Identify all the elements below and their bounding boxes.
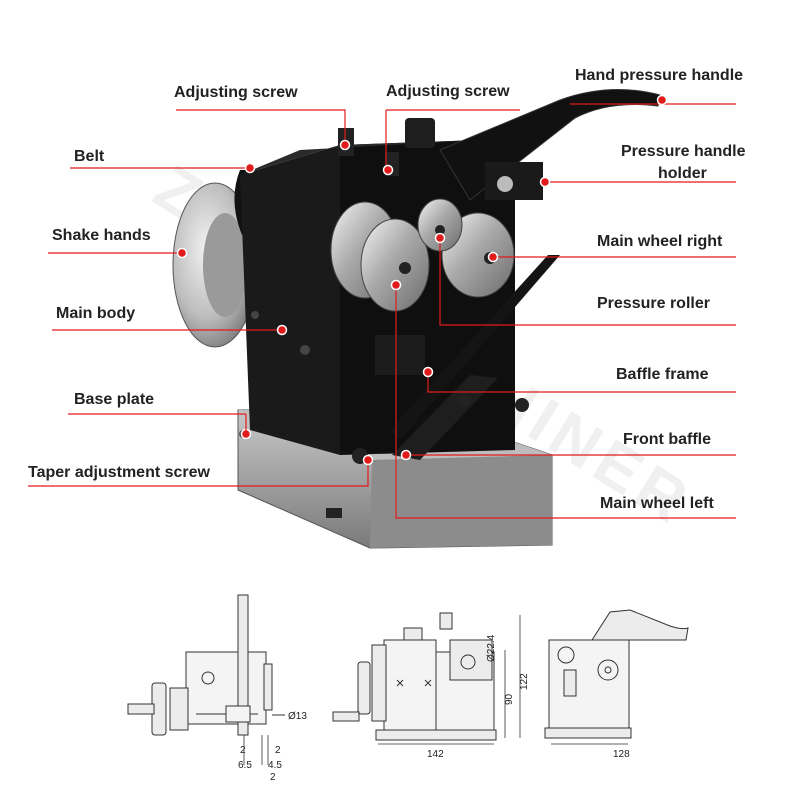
dim-top-diameter: Ø13 — [288, 711, 307, 722]
leader-lines — [28, 94, 736, 519]
dim-top-e: 2 — [270, 772, 276, 783]
label-front-baffle: Front baffle — [623, 431, 711, 448]
dim-top-b: 2 — [275, 745, 281, 756]
label-main-wheel-right: Main wheel right — [597, 233, 723, 250]
label-main-wheel-left: Main wheel left — [600, 495, 714, 512]
label-taper-adjustment-screw: Taper adjustment screw — [28, 464, 211, 481]
dim-top-d: 4.5 — [268, 760, 282, 771]
label-pressure-handle-line2: holder — [658, 165, 707, 182]
baffle-frame-shape — [390, 255, 560, 440]
dim-top-c: 6.5 — [238, 760, 252, 771]
dim-front-diameter: Ø22.4 — [486, 634, 497, 662]
machine-photo — [172, 89, 661, 549]
label-adjusting-screw-left: Adjusting screw — [174, 84, 298, 101]
dim-side-width: 128 — [613, 749, 630, 760]
dim-front-total-height: 122 — [519, 673, 530, 690]
front-baffle-shape — [392, 375, 498, 460]
drawing-top-view — [127, 594, 285, 765]
label-base-plate: Base plate — [74, 391, 154, 408]
label-shake-hands: Shake hands — [52, 227, 151, 244]
dim-front-width: 142 — [427, 749, 444, 760]
drawing-side-view — [544, 609, 689, 745]
pressure-handle-holder-shape — [485, 162, 543, 200]
dim-top-a: 2 — [240, 745, 246, 756]
drawing-front-view — [332, 612, 521, 745]
label-pressure-handle-line1: Pressure handle — [621, 143, 746, 160]
label-baffle-frame: Baffle frame — [616, 366, 709, 383]
dim-front-height: 90 — [504, 693, 515, 705]
label-pressure-roller: Pressure roller — [597, 295, 710, 312]
label-hand-pressure-handle: Hand pressure handle — [575, 67, 743, 84]
label-belt: Belt — [74, 148, 105, 165]
main-body-shape — [240, 145, 340, 455]
label-main-body: Main body — [56, 305, 135, 322]
label-adjusting-screw-right: Adjusting screw — [386, 83, 510, 100]
